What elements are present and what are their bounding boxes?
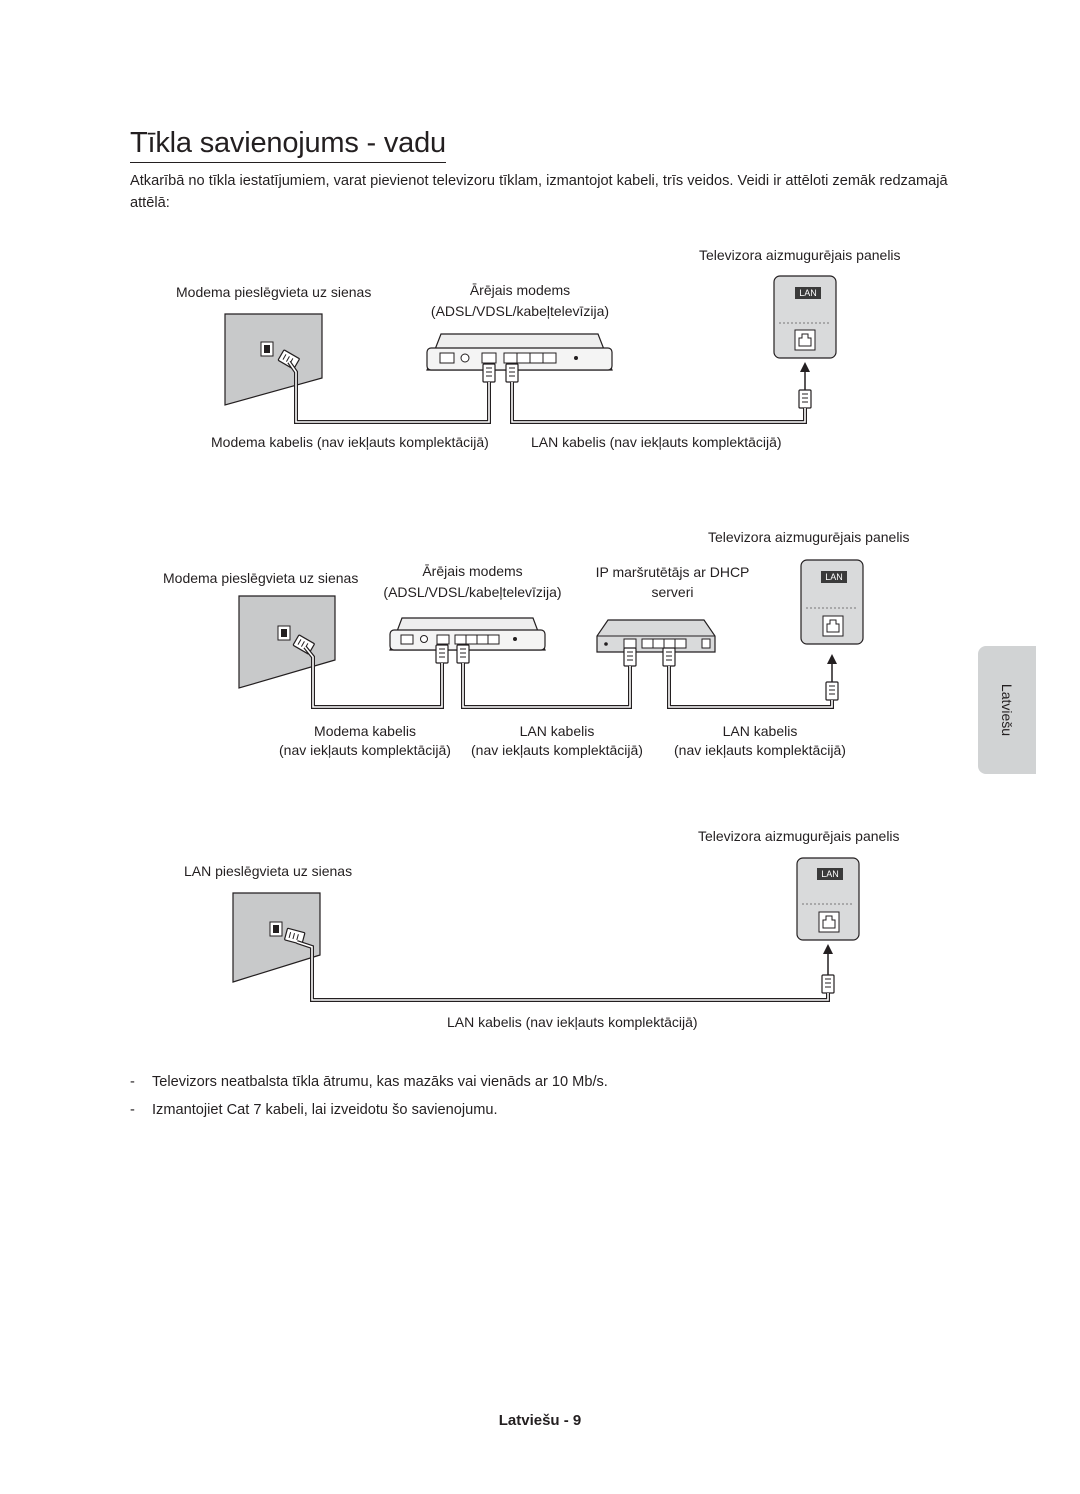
intro-paragraph: Atkarībā no tīkla iestatījumiem, varat p… (130, 173, 948, 211)
cable3-label: LAN kabelis (722, 723, 798, 739)
language-side-tab-label: Latviešu (999, 683, 1015, 737)
lan-cable-label: LAN kabelis (nav iekļauts komplektācijā) (447, 1014, 698, 1030)
lan-cable-label: LAN kabelis (nav iekļauts komplektācijā) (531, 434, 782, 450)
wall-socket-label: Modema pieslēgvieta uz sienas (163, 570, 359, 586)
note-item: - Televizors neatbalsta tīkla ātrumu, kas… (130, 1068, 608, 1096)
wall-socket-icon (238, 595, 336, 689)
diagram-3: LAN (232, 857, 860, 1002)
cable2-label: LAN kabelis (519, 723, 595, 739)
arrow-up-icon (821, 944, 835, 994)
wall-socket-icon (232, 892, 321, 983)
modem-label: Ārējais modems (422, 563, 523, 579)
lan-badge-label: LAN (825, 572, 843, 582)
tv-panel-label: Televizora aizmugurējais panelis (708, 529, 910, 545)
wall-socket-label: LAN pieslēgvieta uz sienas (184, 863, 353, 879)
language-side-tab: Latviešu (978, 646, 1036, 774)
page-title: Tīkla savienojums - vadu (130, 126, 446, 163)
modem-icon (426, 333, 613, 371)
cable1-note: (nav iekļauts komplektācijā) (279, 742, 451, 758)
tv-panel-label: Televizora aizmugurējais panelis (698, 828, 900, 844)
diagram-2: LAN (238, 559, 864, 709)
modem-icon (389, 617, 546, 651)
note-text: Izmantojiet Cat 7 kabeli, lai izveidotu … (152, 1102, 498, 1118)
router-server-label: serveri (651, 584, 694, 600)
note-dash: - (130, 1074, 135, 1090)
tv-panel-label: Televizora aizmugurējais panelis (699, 247, 901, 263)
arrow-up-icon (798, 362, 812, 409)
modem-type-label: (ADSL/VDSL/kabeļtelevīzija) (383, 584, 562, 600)
wall-socket-label: Modema pieslēgvieta uz sienas (176, 284, 372, 300)
tv-lan-port-icon (773, 275, 837, 359)
router-label: IP maršrutētājs ar DHCP (595, 564, 750, 580)
lan-badge-label: LAN (821, 869, 839, 879)
note-text: Televizors neatbalsta tīkla ātrumu, kas … (152, 1074, 608, 1090)
modem-type-label: (ADSL/VDSL/kabeļtelevīzija) (430, 303, 610, 319)
note-dash: - (130, 1102, 135, 1118)
note-item: - Izmantojiet Cat 7 kabeli, lai izveidotu… (130, 1096, 608, 1124)
tv-lan-port-icon (796, 857, 860, 941)
lan-badge-label: LAN (799, 288, 817, 298)
page-footer: Latviešu - 9 (498, 1412, 582, 1429)
cable2-note: (nav iekļauts komplektācijā) (471, 742, 643, 758)
diagram-1: LAN (224, 275, 837, 424)
modem-label: Ārējais modems (469, 282, 571, 298)
wall-socket-icon (224, 313, 323, 406)
modem-cable-label: Modema kabelis (nav iekļauts komplektāci… (211, 434, 489, 450)
cable3-note: (nav iekļauts komplektācijā) (674, 742, 846, 758)
tv-lan-port-icon (800, 559, 864, 645)
router-icon (596, 619, 716, 653)
cable1-label: Modema kabelis (314, 723, 416, 739)
arrow-up-icon (825, 654, 839, 701)
notes-list: - Televizors neatbalsta tīkla ātrumu, kas… (130, 1068, 608, 1124)
